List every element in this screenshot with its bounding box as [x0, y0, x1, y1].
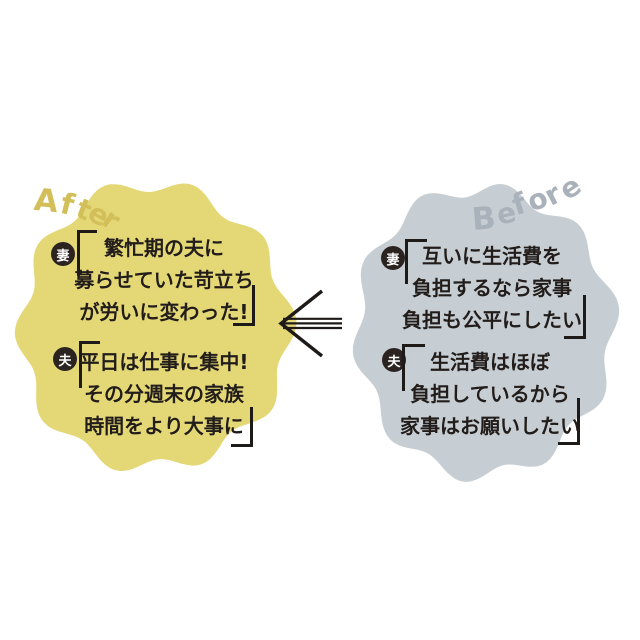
speech-line: 平日は仕事に集中! — [79, 350, 249, 374]
before-letter: B — [470, 200, 498, 238]
speech-line: 募らせていた苛立ち — [74, 268, 254, 292]
wife-badge: 妻 — [51, 242, 75, 266]
open-bracket-icon — [405, 239, 427, 284]
close-bracket-icon — [558, 398, 580, 445]
speech-text: 互いに生活費を 負担するなら家事 負担も公平にしたい — [372, 240, 612, 336]
after-blob — [14, 183, 297, 471]
left-arrow-icon — [278, 289, 342, 358]
before-blob — [352, 184, 620, 482]
open-bracket-icon — [402, 344, 425, 391]
wife-badge: 妻 — [381, 246, 405, 270]
speech-line: が労いに変わった! — [79, 300, 249, 324]
speech-line: その分週末の家族 — [84, 382, 244, 406]
speech-text: 平日は仕事に集中! その分週末の家族 時間をより大事に — [44, 346, 284, 442]
speech-text: 繁忙期の夫に 募らせていた苛立ち が労いに変わった! — [44, 232, 284, 328]
close-bracket-icon — [231, 407, 253, 447]
after-letter: A — [32, 181, 60, 221]
husband-badge: 夫 — [53, 347, 77, 371]
speech-line: 家事はお願いしたい — [400, 414, 580, 438]
speech-line: 互いに生活費を — [422, 244, 562, 268]
speech-line: 繁忙期の夫に — [104, 236, 224, 260]
speech-text: 生活費はほぼ 負担しているから 家事はお願いしたい — [370, 346, 610, 442]
close-bracket-icon — [233, 285, 255, 326]
open-bracket-icon — [77, 230, 97, 276]
speech-line: 時間をより大事に — [84, 414, 244, 438]
speech-line: 負担も公平にしたい — [402, 308, 582, 332]
open-bracket-icon — [79, 341, 100, 388]
speech-line: 負担しているから — [410, 382, 570, 406]
speech-line: 負担するなら家事 — [412, 276, 572, 300]
speech-line: 生活費はほぼ — [430, 350, 550, 374]
close-bracket-icon — [564, 295, 586, 339]
